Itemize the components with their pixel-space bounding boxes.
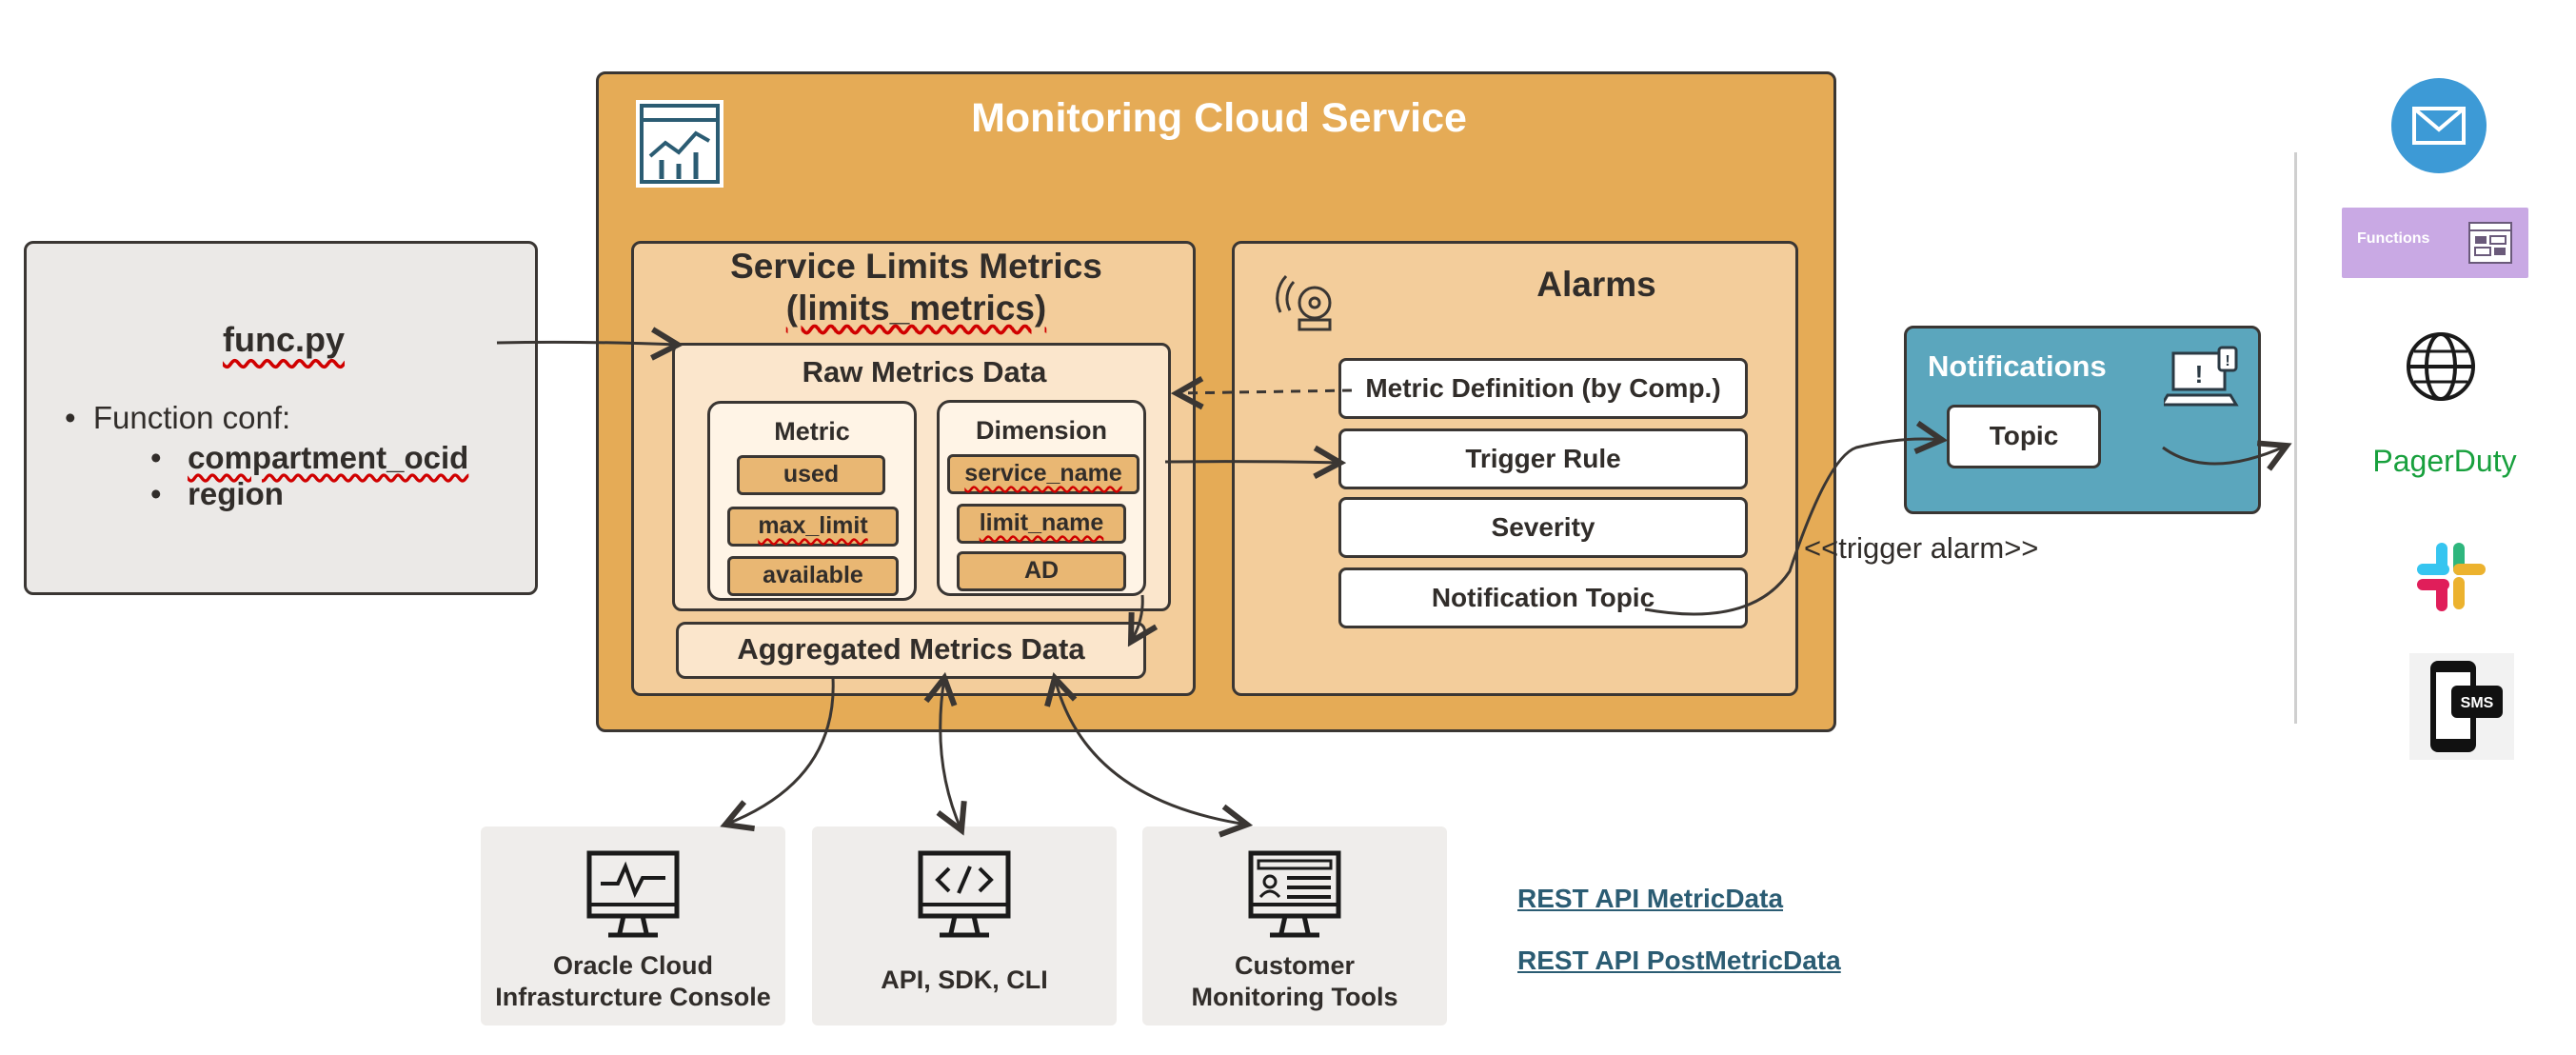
slack-icon [2417, 543, 2486, 611]
aggregated-metrics-data-box: Aggregated Metrics Data [676, 622, 1146, 679]
tool-api-label: API, SDK, CLI [881, 965, 1048, 994]
alarms-title: Alarms [1536, 265, 1656, 304]
dimension-column: Dimension service_name limit_name AD [937, 400, 1146, 596]
dimension-title: Dimension [975, 416, 1108, 445]
tool-oci-console-line1: Oracle Cloud [552, 951, 714, 980]
laptop-alert-icon: ! ! [2164, 346, 2239, 407]
metric-available: available [727, 556, 899, 596]
svg-text:SMS: SMS [2461, 695, 2494, 711]
region-label: region [188, 476, 284, 511]
monitor-dashboard-icon [1248, 850, 1341, 938]
pagerduty-logo: PagerDuty [2372, 444, 2517, 478]
email-icon [2391, 78, 2487, 173]
alarm-severity: Severity [1338, 497, 1748, 558]
sms-phone-icon: SMS [2409, 653, 2514, 760]
monitor-pulse-icon [586, 850, 680, 938]
function-conf-bullet: • Function conf: [65, 400, 291, 435]
monitoring-title: Monitoring Cloud Service [971, 95, 1467, 141]
rest-api-postmetricdata-link[interactable]: REST API PostMetricData [1517, 946, 1841, 975]
metric-title: Metric [774, 417, 850, 446]
dashboard-chart-icon [636, 100, 723, 188]
service-limits-title: Service Limits Metrics (limits_metrics) [634, 246, 1199, 329]
tool-api-sdk-cli: API, SDK, CLI [812, 826, 1117, 1025]
functions-badge: Functions [2342, 208, 2528, 278]
metric-max-limit: max_limit [727, 507, 899, 547]
region-bullet: • region [150, 476, 284, 511]
functions-icon [2468, 222, 2512, 264]
raw-metrics-title: Raw Metrics Data [802, 355, 1047, 388]
alarm-bell-icon [1276, 274, 1332, 331]
rest-api-metricdata-link[interactable]: REST API MetricData [1517, 884, 1784, 913]
metric-column: Metric used max_limit available [707, 401, 917, 601]
alarm-metric-definition: Metric Definition (by Comp.) [1338, 358, 1748, 419]
tool-customer-line2: Monitoring Tools [1191, 983, 1398, 1011]
service-limits-title-line2: (limits_metrics) [785, 289, 1047, 328]
trigger-alarm-label: <<trigger alarm>> [1804, 531, 2039, 565]
notifications-title: Notifications [1928, 349, 2107, 383]
dimension-limit-name: limit_name [957, 504, 1126, 544]
monitor-code-icon [918, 850, 1011, 938]
topic-box: Topic [1947, 405, 2101, 468]
service-limits-title-line1: Service Limits Metrics [730, 247, 1102, 286]
alarm-notification-topic: Notification Topic [1338, 567, 1748, 628]
compartment-ocid-label: compartment_ocid [188, 440, 469, 475]
globe-icon [2407, 332, 2475, 401]
alarm-trigger-rule: Trigger Rule [1338, 428, 1748, 489]
svg-text:!: ! [2225, 353, 2229, 369]
tool-customer-line1: Customer [1234, 951, 1356, 980]
function-conf-label: Function conf: [92, 400, 291, 435]
functions-label: Functions [2357, 230, 2430, 247]
endpoint-divider [2294, 152, 2297, 724]
compartment-ocid-bullet: • compartment_ocid [150, 440, 469, 475]
metric-used: used [737, 455, 885, 495]
func-title: func.py [222, 320, 345, 359]
dimension-ad: AD [957, 551, 1126, 591]
func-box: func.py • Function conf: • compartment_o… [24, 241, 538, 595]
tool-oci-console-line2: Infrasturcture Console [495, 983, 771, 1011]
dimension-service-name: service_name [947, 454, 1139, 494]
tool-oci-console: Oracle Cloud Infrasturcture Console [481, 826, 785, 1025]
tool-customer-monitoring: Customer Monitoring Tools [1142, 826, 1447, 1025]
svg-text:!: ! [2195, 360, 2204, 388]
